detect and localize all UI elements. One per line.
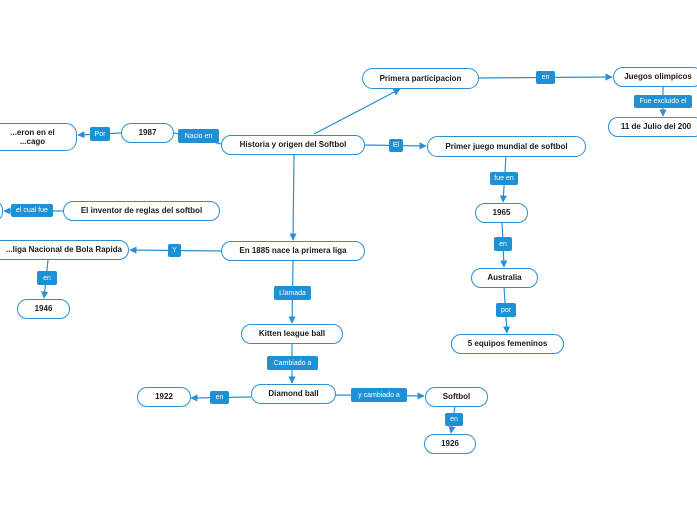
node-equipos-femeninos[interactable]: 5 equipos femeninos: [451, 334, 564, 354]
link-label-fue-excluido[interactable]: Fue excluido el: [634, 95, 692, 108]
node-softbol[interactable]: Softbol: [425, 387, 488, 407]
link-label-nacio-en[interactable]: Nacio en: [178, 129, 219, 143]
node-fecha-julio[interactable]: 11 de Julio del 200: [608, 117, 697, 137]
edge-root-primera-liga: [289, 154, 297, 241]
link-label-en-australia[interactable]: en: [494, 237, 512, 251]
link-label-cambiado-a[interactable]: Cambiado a: [267, 356, 318, 370]
link-label-en-1926[interactable]: en: [445, 413, 463, 426]
link-label-fue-en[interactable]: fue en: [490, 172, 518, 185]
link-label-en-1946[interactable]: en: [37, 271, 57, 285]
link-label-llamada[interactable]: Llamada: [274, 286, 311, 300]
link-label-y-cambiado-a[interactable]: y cambiado a: [351, 388, 407, 402]
link-label-por-1987[interactable]: Por: [90, 127, 110, 141]
node-1922[interactable]: 1922: [137, 387, 191, 407]
node-primer-juego-mundial[interactable]: Primer juego mundial de softbol: [427, 136, 586, 157]
node-1926[interactable]: 1926: [424, 434, 476, 454]
node-root[interactable]: Historia y origen del Softbol: [221, 135, 365, 155]
node-liga-nacional[interactable]: ...liga Nacional de Bola Rapida: [0, 240, 129, 260]
node-juegos-olimpicos[interactable]: Juegos olimpicos: [613, 67, 697, 87]
link-label-el-cual-fue[interactable]: el cual fue: [11, 204, 53, 217]
node-1987[interactable]: 1987: [121, 123, 174, 143]
link-label-en-juegos[interactable]: en: [536, 71, 555, 84]
link-label-por-equipos[interactable]: por: [496, 303, 516, 317]
node-1965[interactable]: 1965: [475, 203, 528, 223]
node-primera-liga[interactable]: En 1885 nace la primera liga: [221, 241, 365, 261]
node-chicago[interactable]: ...eron en el ...cago: [0, 123, 77, 151]
node-inventor[interactable]: El inventor de reglas del softbol: [63, 201, 220, 221]
node-1946[interactable]: 1946: [17, 299, 70, 319]
node-kitten-league[interactable]: Kitten league ball: [241, 324, 343, 344]
link-label-en-1922[interactable]: en: [210, 391, 229, 404]
node-diamond-ball[interactable]: Diamond ball: [251, 384, 336, 404]
edge-root-primera-participacion: [313, 88, 401, 135]
node-australia[interactable]: Australia: [471, 268, 538, 288]
link-label-y-liga[interactable]: Y: [168, 244, 181, 257]
link-label-el-mundial[interactable]: El: [389, 139, 403, 152]
node-primera-participacion[interactable]: Primera participacion: [362, 68, 479, 89]
